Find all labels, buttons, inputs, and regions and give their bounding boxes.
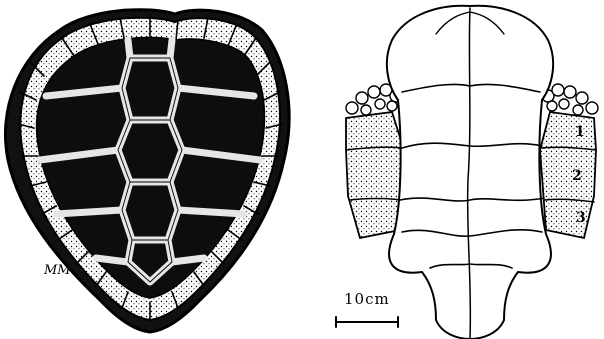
- left-bridge: [346, 112, 404, 238]
- scale-bar: 10cm: [336, 290, 398, 327]
- inframarginal-label-3: 3: [576, 210, 586, 226]
- inframarginal-label-1: 1: [575, 124, 585, 140]
- right-axillary-scutes: [542, 84, 598, 115]
- plastron-drawing: 1 2 3: [346, 6, 598, 339]
- carapace-drawing: MM: [5, 10, 289, 332]
- inframarginal-label-2: 2: [572, 168, 582, 184]
- scale-bar-line: [336, 317, 398, 327]
- right-bridge: [540, 112, 596, 238]
- carapace-initials: MM: [43, 263, 71, 278]
- scale-bar-label: 10cm: [344, 290, 390, 308]
